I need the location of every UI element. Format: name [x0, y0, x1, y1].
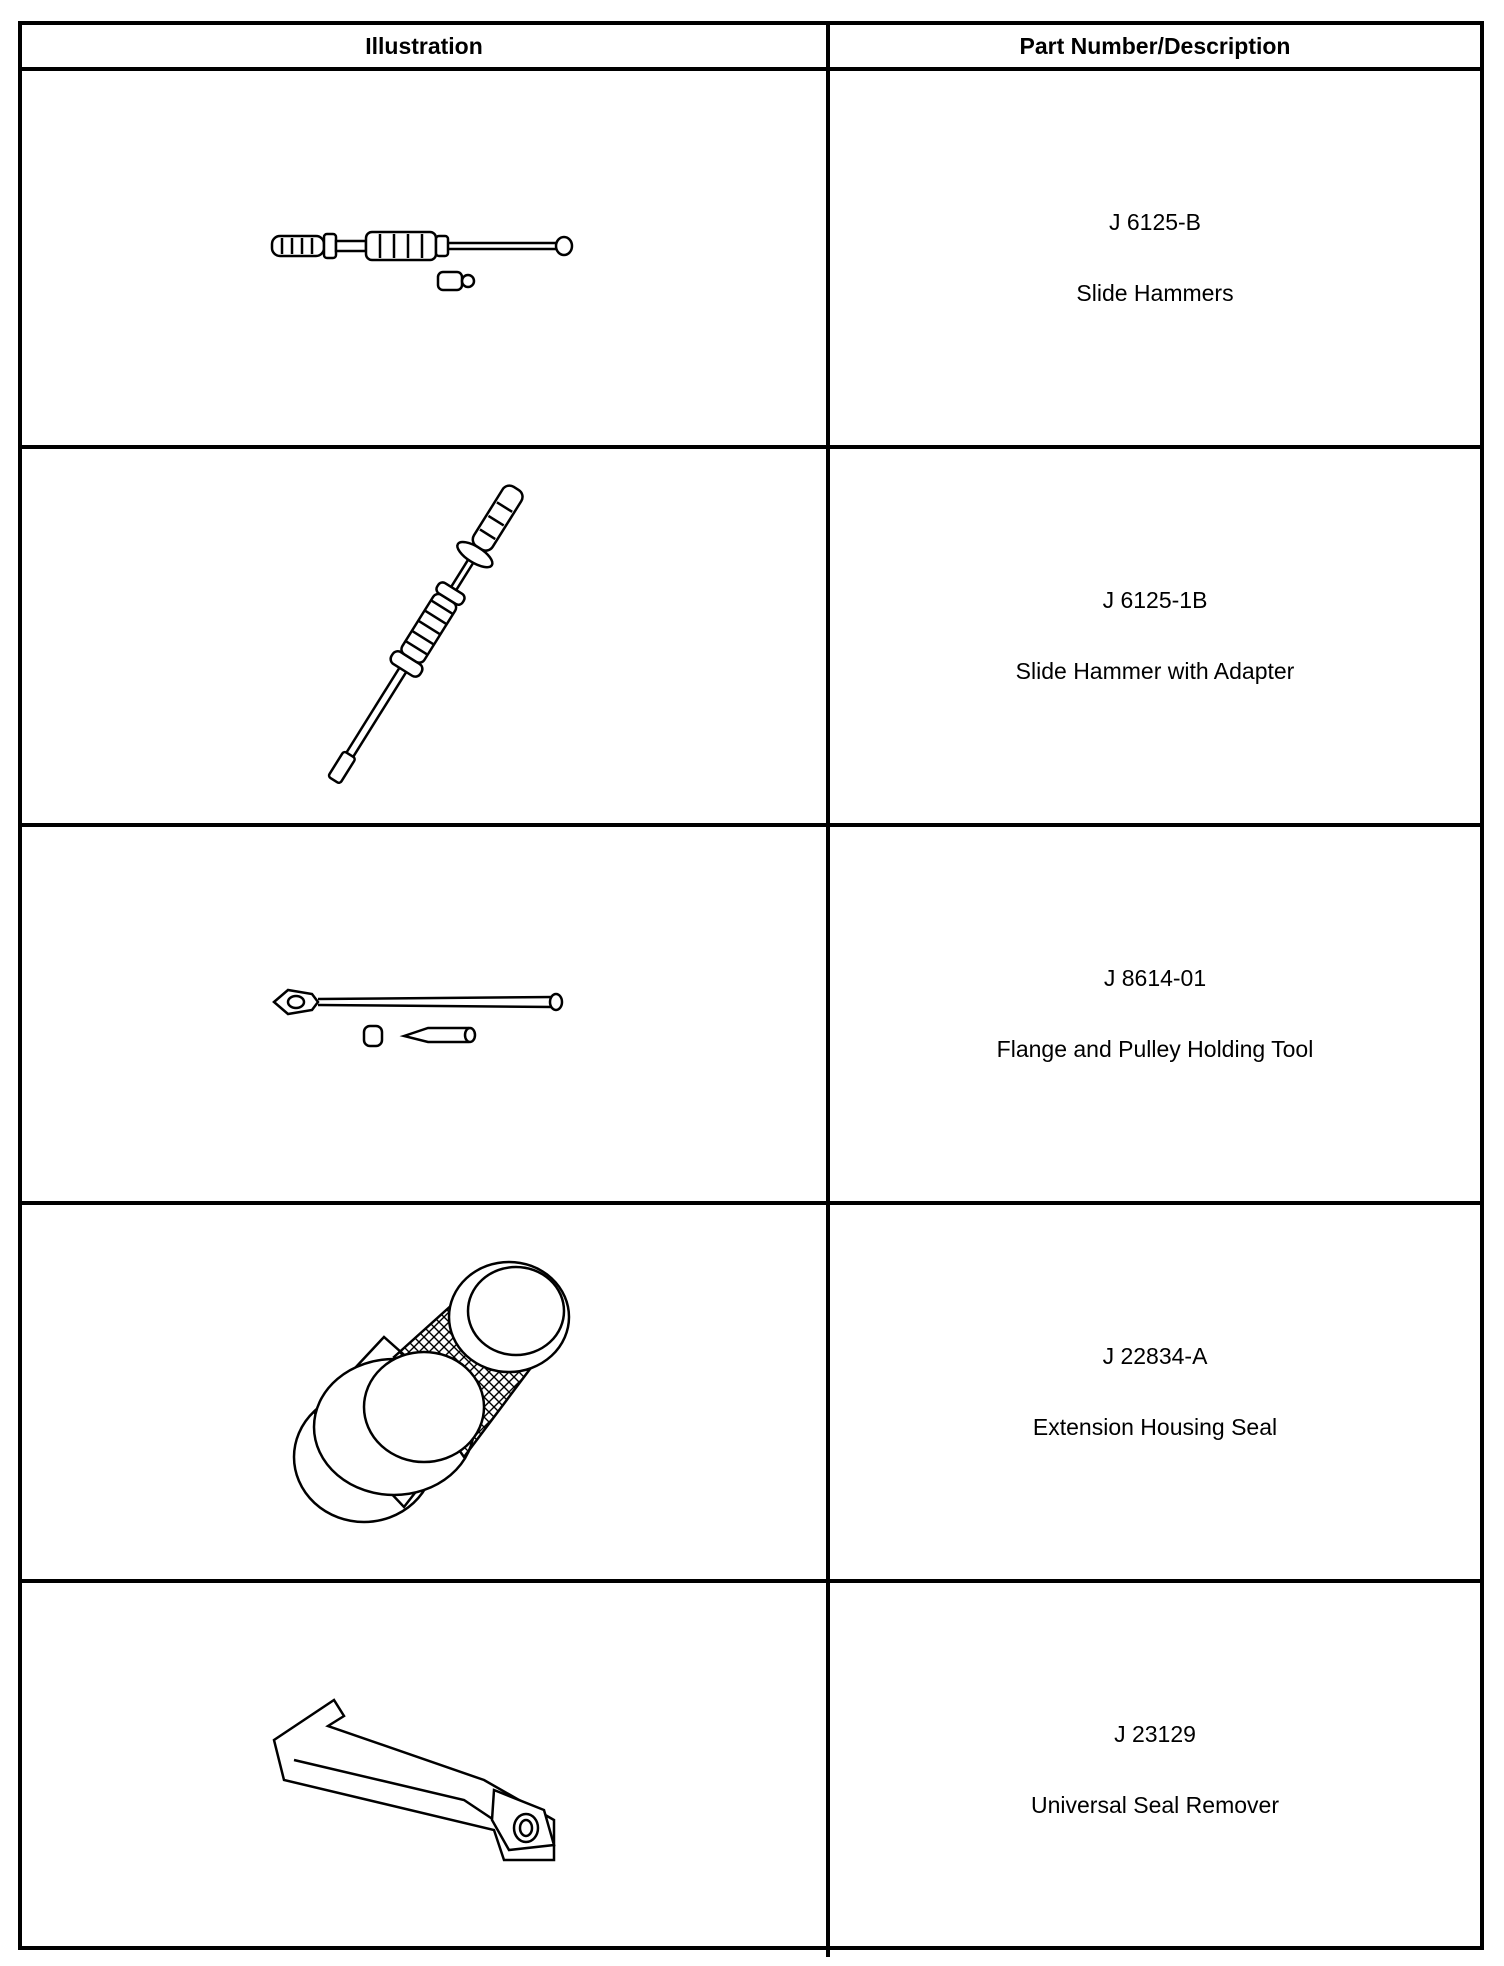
extension-housing-seal-icon: [292, 1260, 571, 1524]
illustration-cell: [22, 1205, 830, 1579]
part-number: J 6125-1B: [1102, 587, 1208, 613]
table-row: J 6125-1B Slide Hammer with Adapter: [22, 449, 1480, 827]
part-cell: J 6125-1B Slide Hammer with Adapter: [830, 449, 1480, 823]
part-cell: J 8614-01 Flange and Pulley Holding Tool: [830, 827, 1480, 1201]
part-description: Slide Hammer with Adapter: [1015, 658, 1295, 684]
part-cell: J 6125-B Slide Hammers: [830, 71, 1480, 445]
table-row: J 22834-A Extension Housing Seal: [22, 1205, 1480, 1583]
slide-hammers-icon: [270, 230, 574, 292]
part-number: J 22834-A: [1102, 1343, 1208, 1369]
illustration-cell: [22, 71, 830, 445]
part-number: J 23129: [1114, 1721, 1196, 1747]
part-description: Universal Seal Remover: [1031, 1792, 1279, 1818]
part-description: Slide Hammers: [1076, 280, 1234, 306]
table-row: J 6125-B Slide Hammers: [22, 71, 1480, 449]
universal-seal-remover-icon: [272, 1698, 556, 1862]
header-part: Part Number/Description: [1019, 32, 1291, 59]
flange-pulley-holding-tool-icon: [272, 988, 564, 1048]
illustration-cell: [22, 827, 830, 1201]
table-row: J 23129 Universal Seal Remover: [22, 1583, 1480, 1957]
table-row: J 8614-01 Flange and Pulley Holding Tool: [22, 827, 1480, 1205]
part-cell: J 23129 Universal Seal Remover: [830, 1583, 1480, 1957]
part-number: J 6125-B: [1108, 209, 1202, 235]
table-header: Illustration Part Number/Description: [22, 25, 1480, 71]
illustration-cell: [22, 449, 830, 823]
part-description: Extension Housing Seal: [1032, 1414, 1278, 1440]
part-cell: J 22834-A Extension Housing Seal: [830, 1205, 1480, 1579]
illustration-cell: [22, 1583, 830, 1957]
part-number: J 8614-01: [1103, 965, 1207, 991]
tools-table: Illustration Part Number/Description: [18, 21, 1484, 1957]
header-illustration: Illustration: [22, 25, 830, 67]
part-description: Flange and Pulley Holding Tool: [996, 1036, 1314, 1062]
slide-hammer-adapter-icon: [327, 484, 524, 784]
